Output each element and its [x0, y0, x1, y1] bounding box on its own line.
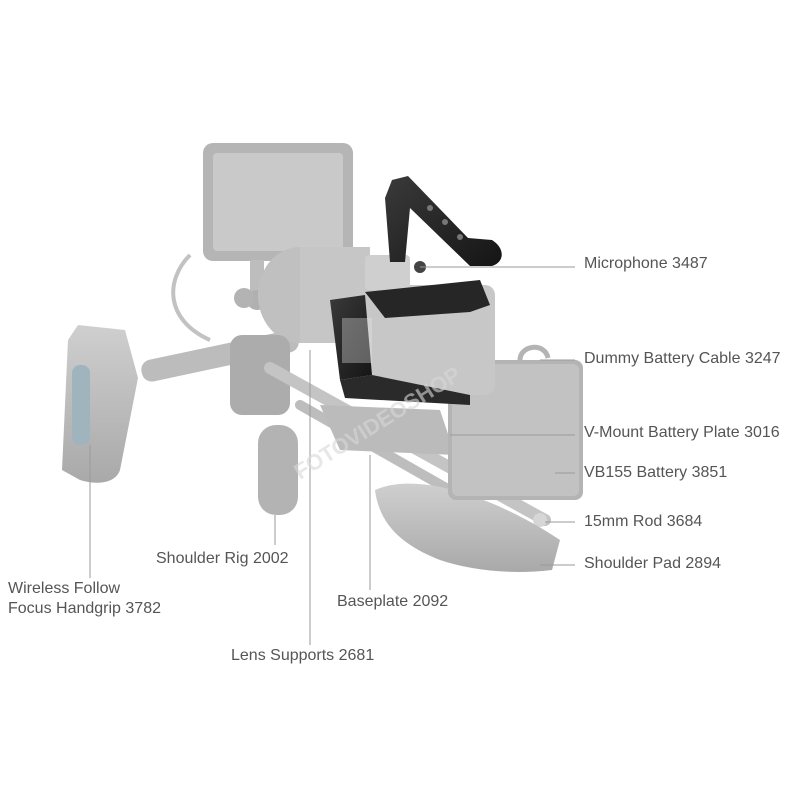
leader-lines: [89, 266, 575, 645]
baseplate: [320, 405, 455, 455]
ghosted-accessories: [62, 143, 583, 572]
shoulder-rig-grip: [230, 335, 298, 515]
label-microphone: Microphone 3487: [584, 255, 708, 272]
monitor-cable: [171, 253, 211, 342]
monitor: [203, 143, 353, 310]
label-shoulder-rig: Shoulder Rig 2002: [156, 550, 289, 567]
label-vmount-battery-plate: V-Mount Battery Plate 3016: [584, 424, 780, 441]
label-15mm-rod: 15mm Rod 3684: [584, 513, 703, 530]
camera-cage: [330, 176, 502, 405]
label-shoulder-pad: Shoulder Pad 2894: [584, 555, 721, 572]
label-lens-supports: Lens Supports 2681: [231, 647, 375, 664]
label-vb155-battery: VB155 Battery 3851: [584, 464, 728, 481]
label-wireless-grip-line2: Focus Handgrip 3782: [8, 600, 161, 617]
label-baseplate: Baseplate 2092: [337, 593, 449, 610]
shoulder-pad: [375, 483, 560, 572]
wireless-handgrip: [62, 325, 138, 483]
label-dummy-battery-cable: Dummy Battery Cable 3247: [584, 350, 781, 367]
label-wireless-grip-line1: Wireless Follow: [8, 580, 121, 597]
